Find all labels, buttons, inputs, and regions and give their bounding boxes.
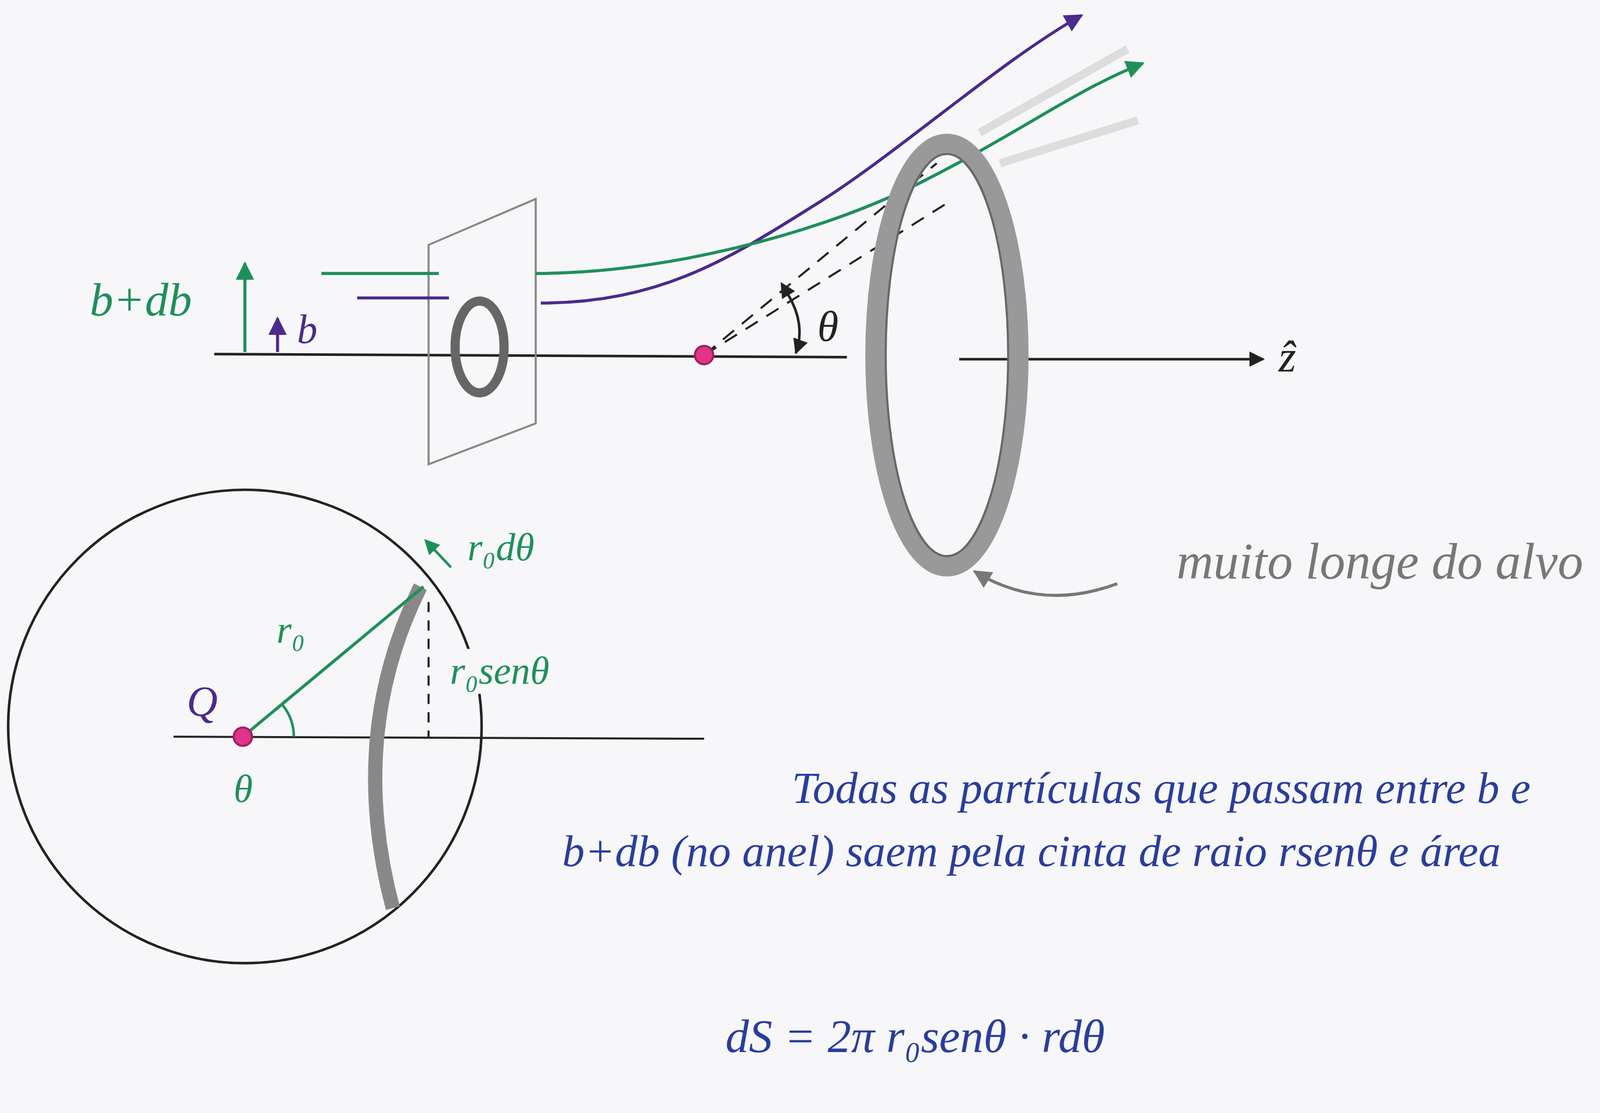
dashed-line bbox=[704, 202, 950, 356]
impact-label: b bbox=[293, 306, 321, 354]
b-db-arrow bbox=[243, 263, 247, 353]
green-incoming bbox=[321, 271, 439, 276]
angle-arc bbox=[282, 705, 294, 738]
explanation-text: Todas as partículas que passam entre b e… bbox=[559, 757, 1586, 883]
pointer-arrow bbox=[974, 571, 1118, 596]
height-line bbox=[427, 601, 430, 737]
big-ring bbox=[875, 143, 1019, 567]
impact-label: b+db bbox=[86, 273, 196, 328]
purple-incoming bbox=[356, 296, 449, 300]
band-arc bbox=[375, 586, 421, 909]
pale-arrow bbox=[999, 120, 1138, 163]
charge-dot bbox=[233, 727, 252, 746]
z-axis-arrow bbox=[959, 358, 1264, 361]
width-label: r₀dθ bbox=[464, 525, 538, 571]
plane bbox=[428, 198, 537, 465]
angle-label: θ bbox=[814, 301, 842, 352]
angle-arrow bbox=[787, 293, 800, 354]
axis-label: ẑ bbox=[1275, 331, 1300, 384]
note-label: muito longe do alvo bbox=[1173, 525, 1598, 597]
detail-axis bbox=[173, 736, 705, 739]
axis-line bbox=[214, 354, 847, 358]
height-label: r₀senθ bbox=[447, 648, 553, 694]
target-dot bbox=[695, 345, 714, 365]
formula-text: dS = 2π r₀senθ · rdθ bbox=[722, 1010, 1109, 1064]
angle-label: θ bbox=[230, 767, 257, 813]
radius-label: r₀ bbox=[273, 608, 308, 654]
pale-arrow bbox=[979, 49, 1128, 133]
detail-circle bbox=[8, 489, 482, 964]
radius-line bbox=[242, 586, 424, 737]
charge-label: Q bbox=[183, 677, 222, 727]
big-ring-inner bbox=[885, 154, 1008, 557]
small-ring bbox=[455, 300, 505, 393]
b-arrow bbox=[276, 318, 280, 352]
width-arrow bbox=[433, 548, 451, 568]
